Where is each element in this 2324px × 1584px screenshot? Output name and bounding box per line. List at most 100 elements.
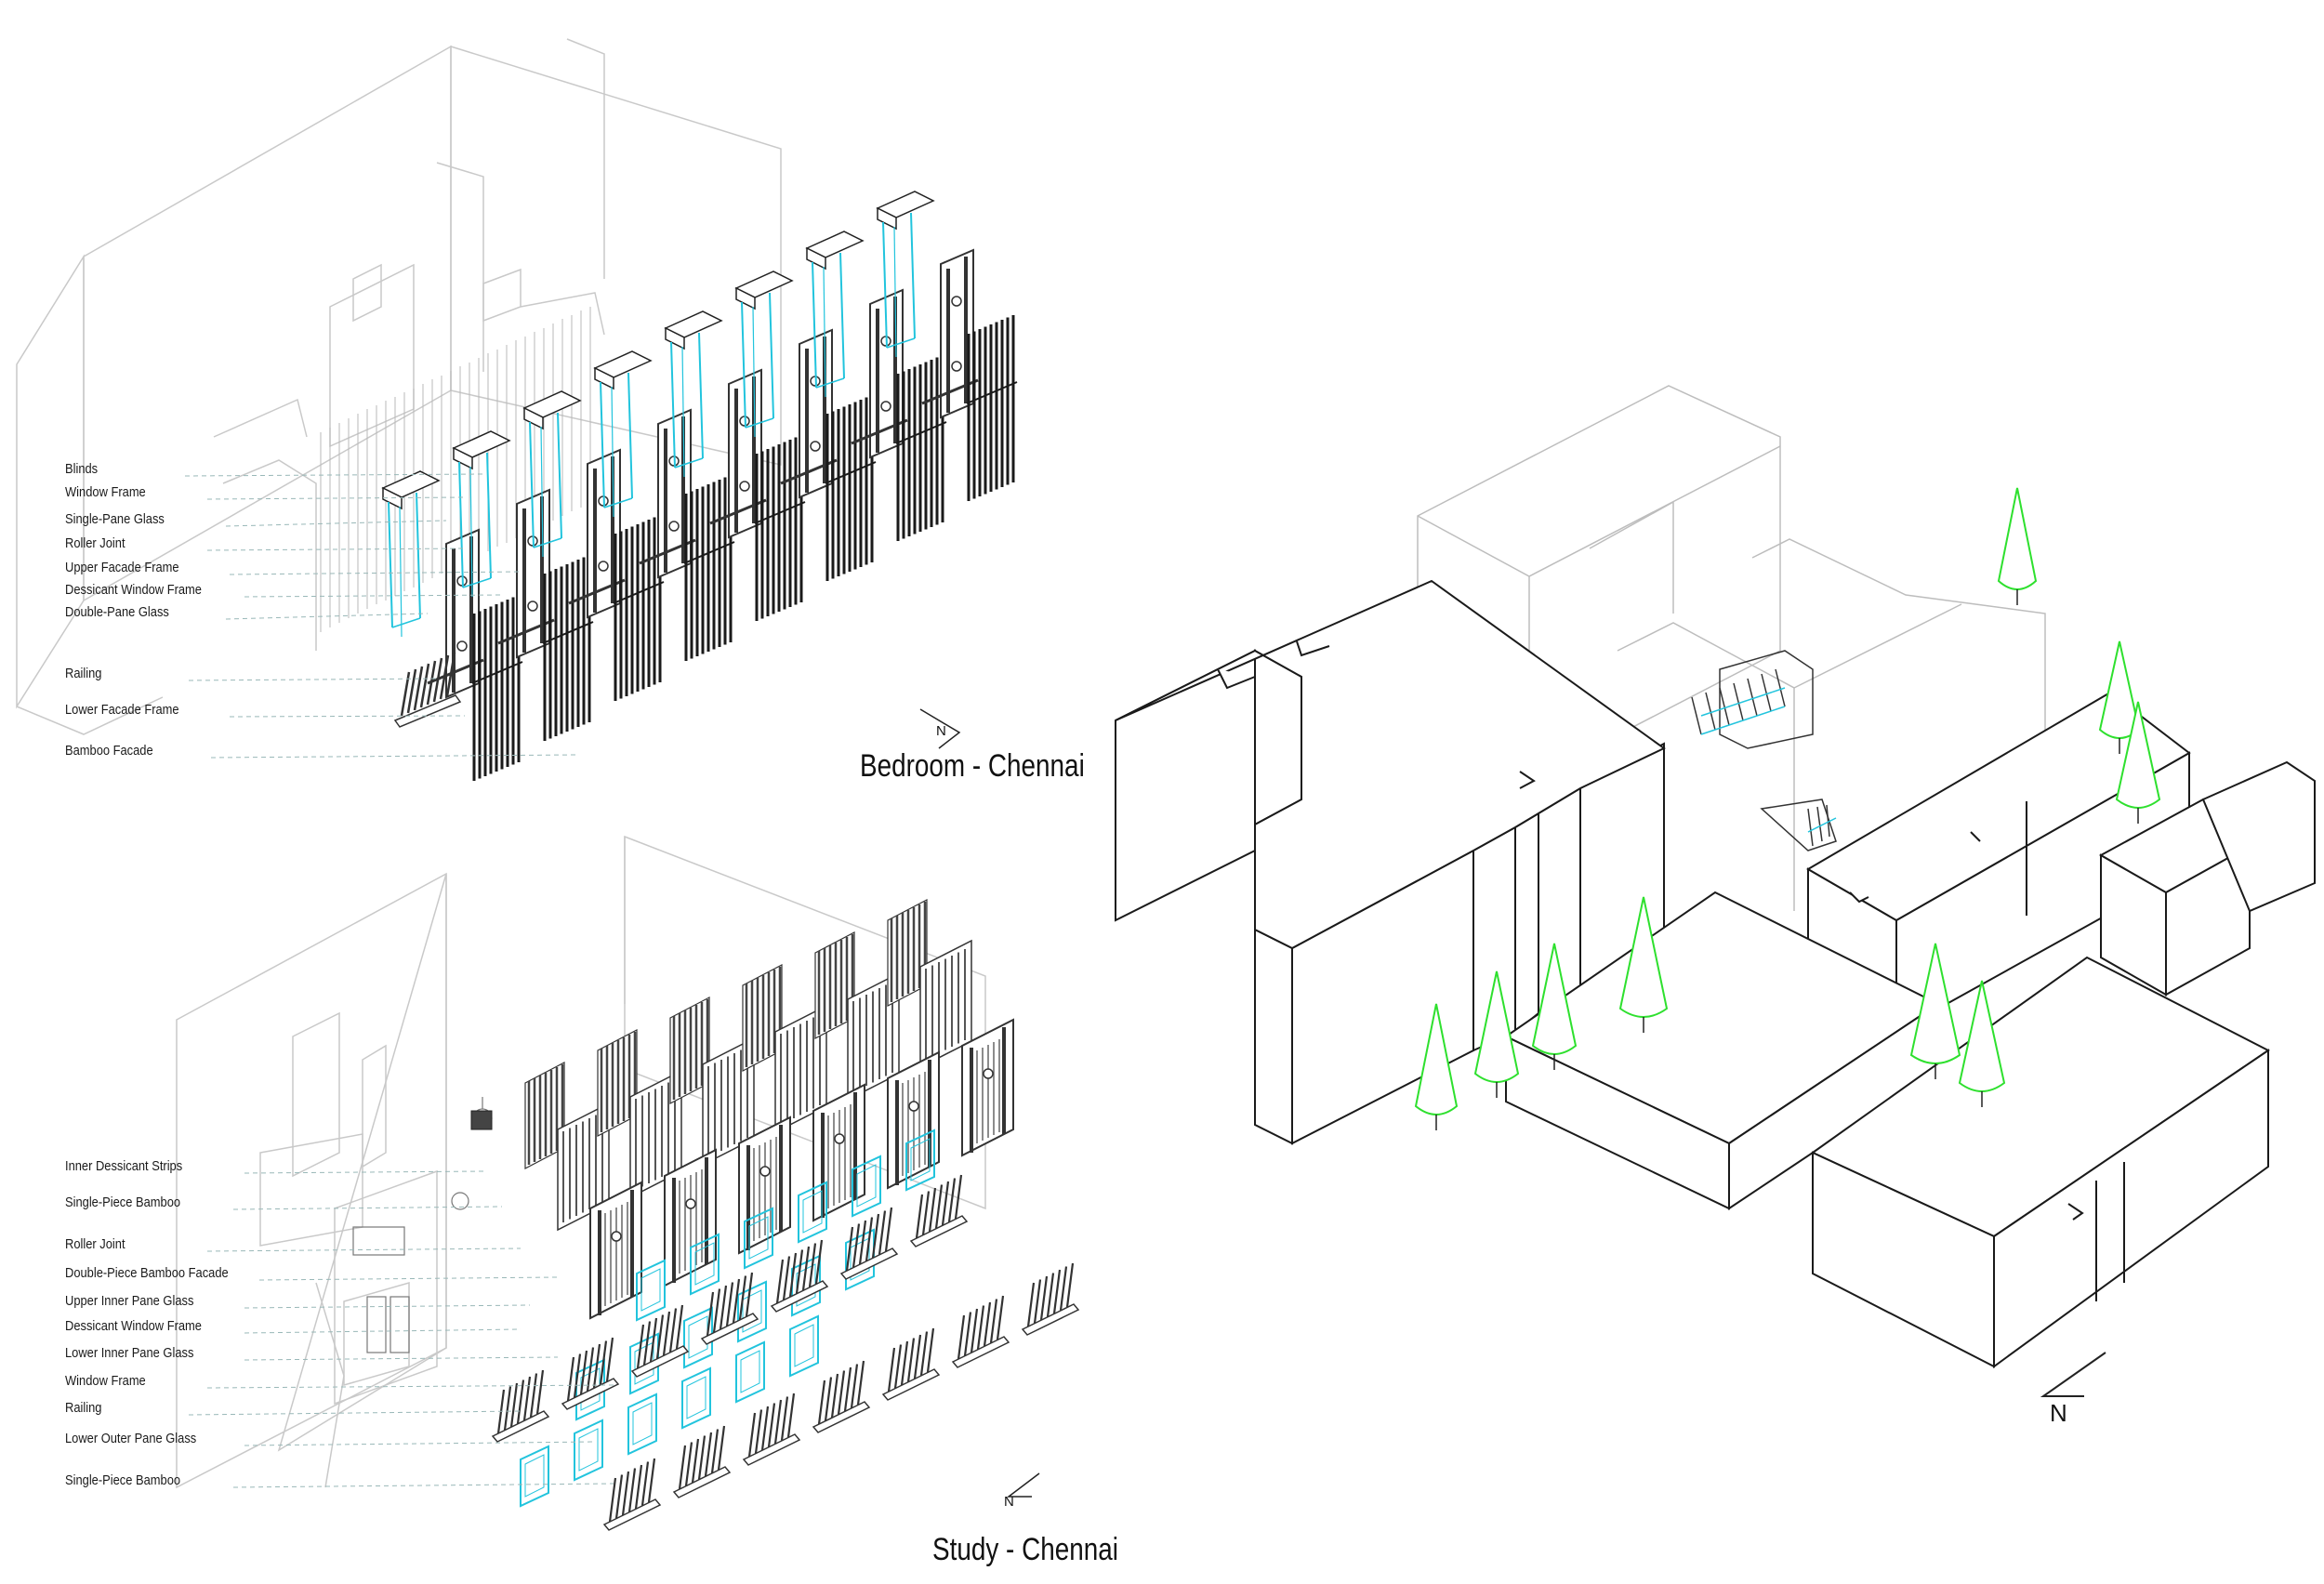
- study-label-2: Roller Joint: [65, 1236, 125, 1252]
- bedroom-label-0: Blinds: [65, 461, 99, 477]
- bedroom-label-7: Railing: [65, 666, 102, 681]
- study-railing-1-4: [881, 1327, 941, 1401]
- bedroom-leader-2: [225, 520, 447, 527]
- north-arrow-bedroom: [919, 708, 961, 749]
- building-c: [2098, 760, 2316, 997]
- study-label-8: Railing: [65, 1400, 102, 1416]
- study-upper-module-1: [597, 1029, 682, 1199]
- study-label-1: Single-Piece Bamboo: [65, 1195, 181, 1210]
- study-glass-2-3: [681, 1366, 711, 1430]
- study-north-label: N: [1004, 1494, 1014, 1510]
- tree-2: [1531, 943, 1578, 1070]
- bedroom-leader-0: [184, 473, 484, 477]
- study-leader-7: [206, 1384, 614, 1389]
- study-glass-0-2: [744, 1207, 773, 1270]
- tree-4: [1909, 943, 1961, 1079]
- study-label-3: Double-Piece Bamboo Facade: [65, 1265, 229, 1281]
- bedroom-title: Bedroom - Chennai: [860, 748, 1085, 784]
- study-upper-module-2: [669, 997, 755, 1167]
- study-label-7: Window Frame: [65, 1373, 146, 1389]
- study-railing-0-1: [561, 1337, 620, 1410]
- study-label-6: Lower Inner Pane Glass: [65, 1345, 194, 1361]
- bedroom-leader-6: [225, 613, 429, 620]
- study-railing-0-0: [491, 1369, 550, 1443]
- study-railing-1-0: [602, 1458, 662, 1531]
- study-label-0: Inner Dessicant Strips: [65, 1158, 183, 1174]
- bedroom-room-shell: [16, 38, 782, 735]
- study-leader-4: [244, 1304, 531, 1309]
- study-railing-0-5: [839, 1207, 899, 1280]
- study-upper-module-5: [887, 899, 972, 1069]
- bedroom-label-1: Window Frame: [65, 484, 146, 500]
- bedroom-module-3: [593, 350, 735, 661]
- study-upper-module-3: [742, 964, 827, 1134]
- study-frame-module-1: [664, 1148, 717, 1287]
- bedroom-leader-4: [229, 571, 522, 575]
- tree-3: [1618, 896, 1669, 1033]
- bedroom-module-2: [522, 390, 665, 701]
- bedroom-leader-8: [229, 715, 466, 718]
- site-facade-cluster: [1691, 650, 1837, 851]
- study-leader-10: [232, 1483, 614, 1488]
- study-label-5: Dessicant Window Frame: [65, 1318, 202, 1334]
- study-leader-2: [206, 1247, 522, 1252]
- study-leader-lines: [188, 1170, 614, 1488]
- tree-1: [1473, 970, 1520, 1098]
- study-glass-0-0: [636, 1259, 666, 1322]
- study-facade-modules: [470, 899, 1080, 1531]
- study-railing-1-2: [742, 1393, 801, 1466]
- study-label-9: Lower Outer Pane Glass: [65, 1431, 197, 1446]
- study-leader-8: [188, 1410, 522, 1416]
- bedroom-leader-1: [206, 496, 466, 500]
- bedroom-label-5: Dessicant Window Frame: [65, 582, 202, 598]
- site-north-label: N: [2050, 1399, 2067, 1427]
- study-label-10: Single-Piece Bamboo: [65, 1472, 181, 1488]
- bedroom-label-9: Bamboo Facade: [65, 743, 153, 759]
- study-upper-module-4: [814, 931, 900, 1102]
- bedroom-label-3: Roller Joint: [65, 535, 125, 551]
- bedroom-facade-modules: [381, 191, 1018, 781]
- study-leader-5: [244, 1328, 522, 1334]
- study-railing-1-3: [812, 1360, 871, 1433]
- bedroom-leader-3: [206, 548, 466, 551]
- tree-0: [1414, 1003, 1459, 1130]
- study-glass-0-4: [852, 1155, 881, 1218]
- north-arrow-study: [1006, 1472, 1040, 1498]
- bedroom-railing: [393, 652, 462, 728]
- study-glass-0-3: [798, 1181, 827, 1244]
- bedroom-leader-5: [244, 594, 503, 598]
- study-leader-3: [258, 1276, 559, 1281]
- study-glass-1-3: [737, 1280, 767, 1343]
- bedroom-north-label: N: [936, 723, 946, 739]
- study-railing-1-1: [672, 1425, 732, 1498]
- bedroom-module-7: [876, 191, 1018, 501]
- study-frame-module-5: [961, 1018, 1014, 1157]
- study-glass-2-0: [520, 1445, 549, 1508]
- study-furniture: [352, 1097, 493, 1353]
- bedroom-label-6: Double-Pane Glass: [65, 604, 169, 620]
- study-railing-0-6: [909, 1174, 969, 1247]
- building-e: [1811, 956, 2270, 1368]
- bedroom-label-8: Lower Facade Frame: [65, 702, 179, 718]
- site-buildings: [1115, 579, 2316, 1368]
- study-glass-2-5: [789, 1314, 819, 1378]
- bedroom-module-6: [805, 231, 947, 541]
- study-title: Study - Chennai: [932, 1532, 1118, 1567]
- study-leader-1: [232, 1206, 503, 1210]
- study-lamp: [470, 1110, 493, 1130]
- tree-8: [2115, 701, 2161, 824]
- study-glass-2-2: [627, 1393, 657, 1456]
- bedroom-leader-9: [210, 754, 577, 759]
- tree-5: [1958, 980, 2006, 1107]
- study-label-4: Upper Inner Pane Glass: [65, 1293, 194, 1309]
- bedroom-module-1: [452, 430, 594, 741]
- north-arrow-site: [2040, 1352, 2106, 1397]
- study-leader-0: [244, 1170, 484, 1174]
- study-glass-2-1: [574, 1419, 603, 1482]
- building-d: [1504, 891, 1940, 1210]
- tree-6: [1997, 487, 2038, 605]
- study-leader-6: [244, 1356, 559, 1361]
- study-glass-2-4: [735, 1340, 765, 1404]
- study-railing-0-2: [630, 1304, 690, 1378]
